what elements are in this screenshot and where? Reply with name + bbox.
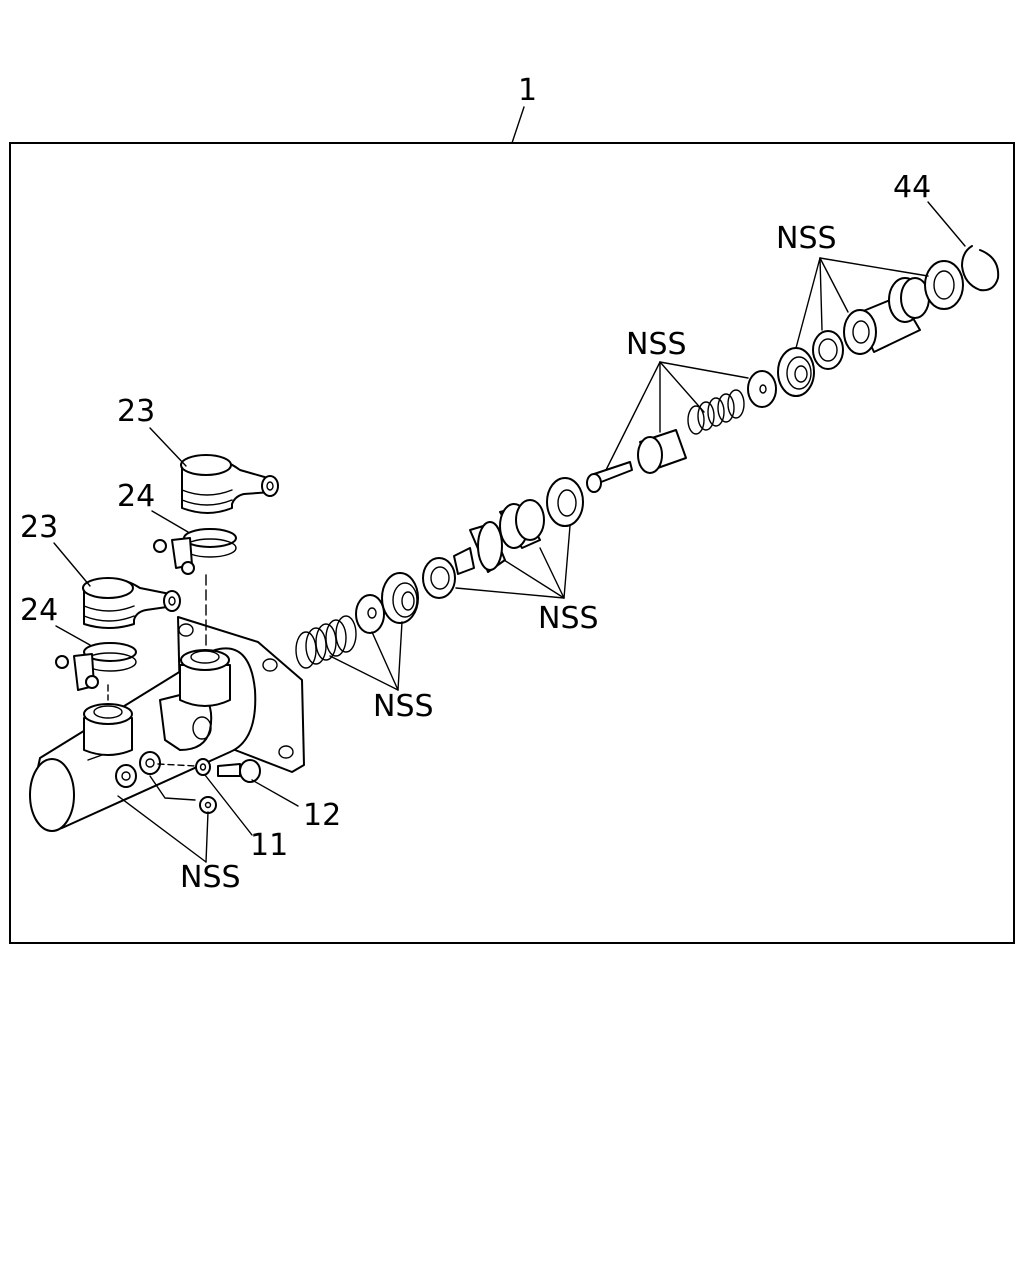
- bleeder-screw-12: [217, 759, 261, 783]
- piston-primary: [453, 499, 545, 575]
- leader-11: [204, 774, 253, 836]
- nss-label-middle: NSS: [538, 601, 599, 636]
- nss-leaders-middle: [455, 525, 571, 599]
- callout-23-lower: 23: [20, 510, 58, 545]
- nss-leaders-top-right: [795, 257, 929, 349]
- nss-leaders-upper-middle: [605, 361, 749, 471]
- callout-24-upper: 24: [117, 479, 155, 514]
- cup-seal-fourth: [924, 260, 964, 310]
- hose-clamp-lower: [55, 642, 137, 691]
- nss-label-top-right: NSS: [776, 221, 837, 256]
- callout-23-upper: 23: [117, 394, 155, 429]
- leader-24-lower: [55, 625, 91, 646]
- snap-ring-44: [961, 245, 1000, 292]
- cup-seal-primary: [381, 572, 419, 624]
- callout-24-lower: 24: [20, 593, 58, 628]
- hose-clamp-upper: [153, 528, 237, 575]
- piston-secondary: [843, 277, 930, 355]
- leader-44: [927, 201, 966, 247]
- callout-44: 44: [893, 170, 931, 205]
- nss-leaders-lower-middle: [329, 621, 403, 691]
- hose-elbow-upper: [180, 454, 279, 514]
- leader-23-upper: [149, 427, 187, 467]
- leader-23-lower: [53, 542, 91, 587]
- port-dash-line: [157, 763, 197, 767]
- spring-secondary: [687, 389, 745, 435]
- cup-seal-third: [777, 347, 815, 397]
- nss-label-upper-middle: NSS: [626, 327, 687, 362]
- hose-elbow-lower: [82, 577, 181, 629]
- callout-11: 11: [250, 828, 288, 863]
- leader-24-upper: [151, 510, 189, 533]
- callout-12: 12: [303, 798, 341, 833]
- spring-seat-secondary: [747, 370, 777, 408]
- spring-primary: [295, 615, 357, 669]
- spring-seat-primary: [355, 594, 385, 634]
- assembly-number: 1: [518, 73, 537, 108]
- nss-label-lower-middle: NSS: [373, 689, 434, 724]
- assembly-leader: [511, 106, 525, 144]
- nss-label-bottom-left: NSS: [180, 860, 241, 895]
- washer-primary: [422, 557, 456, 599]
- washer-11: [195, 758, 211, 776]
- retainer-cup: [637, 429, 687, 474]
- cup-seal-secondary: [546, 477, 584, 527]
- washer-secondary: [812, 330, 844, 370]
- check-valve-fitting: [149, 775, 217, 814]
- leader-12: [251, 779, 299, 807]
- cylinder-body: [29, 616, 305, 832]
- nss-leaders-bottom-left: [117, 795, 209, 863]
- stopper-bolt: [586, 461, 633, 493]
